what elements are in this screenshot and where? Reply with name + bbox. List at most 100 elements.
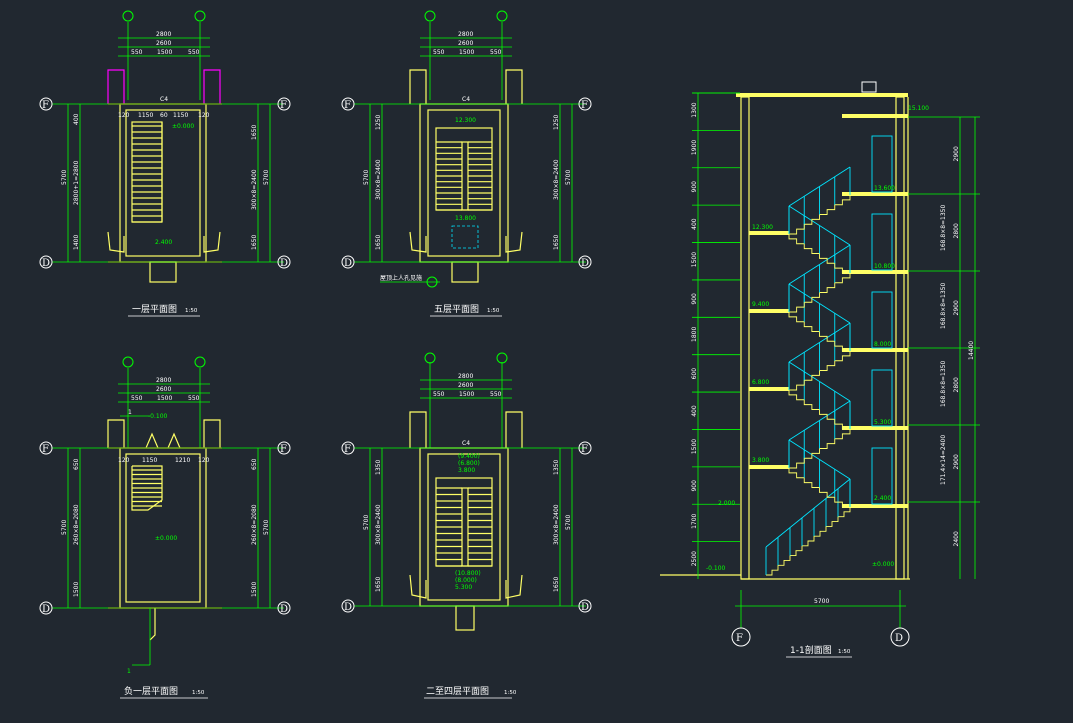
dim-right: 1250 <box>553 115 560 130</box>
overall-height: 14400 <box>968 341 975 360</box>
dim-left: 1350 <box>375 460 382 475</box>
elev-label: 10.800 <box>874 263 895 270</box>
dim-left: 300×8=2400 <box>375 159 382 200</box>
landing-slab <box>749 309 789 313</box>
dim-right: 1650 <box>251 235 258 250</box>
section-1-1: 15.100 13.600 12.300 10.800 9.400 8.000 … <box>660 81 980 658</box>
dim-top-axis: 2600 <box>458 40 473 47</box>
dim-right: 1650 <box>553 577 560 592</box>
dim-inner: 120 <box>198 112 210 119</box>
dim-right: 300×8=2400 <box>553 504 560 545</box>
stair-treads <box>436 487 492 567</box>
landing-slab <box>749 231 789 235</box>
floor-slab <box>842 114 908 118</box>
floor-slab <box>842 348 908 352</box>
dim-left: 2500 <box>691 551 698 566</box>
dim-top-axis: 2600 <box>458 382 473 389</box>
dim-left: 260×8=2080 <box>73 504 80 545</box>
dim-right: 2800 <box>953 377 960 392</box>
drawing-title: 一层平面图 <box>132 304 177 315</box>
dim-right: 300×8=2400 <box>553 159 560 200</box>
grid-label: F <box>344 444 351 455</box>
dim-top-seg: 1500 <box>157 395 172 402</box>
dim-right: 1650 <box>553 235 560 250</box>
elev-label: (8.000) <box>455 577 477 584</box>
dim-top-seg: 550 <box>433 391 445 398</box>
dim-left: 1700 <box>691 513 698 528</box>
dim-left: 1900 <box>691 140 698 155</box>
dim-left: 1650 <box>375 235 382 250</box>
grid-label: D <box>42 258 50 269</box>
elev-label: ±0.000 <box>872 561 894 568</box>
dim-left: 400 <box>691 405 698 417</box>
elev-label: (10.800) <box>455 570 481 577</box>
grid-label: F <box>581 444 588 455</box>
roof-hatch-note: 屋顶上人孔见施 <box>380 274 422 282</box>
grid-label: D <box>344 258 352 269</box>
dim-overall: 5700 <box>565 515 572 530</box>
dim-left: 900 <box>691 293 698 305</box>
elev-label: 2.400 <box>874 495 891 502</box>
landing-slab <box>749 465 789 469</box>
dim-left: 650 <box>73 458 80 470</box>
elev-label: 13.800 <box>455 215 476 222</box>
elev-label: 5.300 <box>455 584 472 591</box>
dim-right: 260×8=2080 <box>251 504 258 545</box>
dim-left: 2800+1=2800 <box>73 160 80 205</box>
drawing-scale: 1:50 <box>185 308 198 314</box>
dim-left: 400 <box>691 218 698 230</box>
dim-top-overall: 2800 <box>458 31 473 38</box>
handrail <box>765 478 851 548</box>
dim-inner: 1210 <box>175 457 190 464</box>
dim-overall: 5700 <box>263 170 270 185</box>
grid-label: D <box>42 604 50 615</box>
dim-inner: 60 <box>160 112 168 119</box>
dim-right: 2900 <box>953 454 960 469</box>
dim-top-axis: 2600 <box>156 40 171 47</box>
elev-label: 2.400 <box>155 239 172 246</box>
grid-label: D <box>344 602 352 613</box>
section-mark: 1 <box>127 668 131 675</box>
elev-label: ±0.000 <box>155 535 177 542</box>
stair-flight <box>766 507 851 576</box>
elev-label: -0.100 <box>706 565 726 572</box>
dim-left: 300×8=2400 <box>375 504 382 545</box>
dim-top-seg: 1500 <box>459 391 474 398</box>
drawing-scale: 1:50 <box>838 649 851 655</box>
drawing-scale: 1:50 <box>504 690 517 696</box>
window-label: C4 <box>160 96 168 103</box>
grid-label: D <box>895 633 903 644</box>
elev-label: (6.800) <box>458 460 480 467</box>
dim-right: 650 <box>251 458 258 470</box>
grid-label: D <box>280 258 288 269</box>
dim-left: 1650 <box>375 577 382 592</box>
dim-inner: 120 <box>118 457 130 464</box>
elev-label: 3.800 <box>458 467 475 474</box>
dim-left: 1250 <box>375 115 382 130</box>
grid-bubble <box>194 10 206 22</box>
dim-right: 1500 <box>251 582 258 597</box>
dim-step: 168.8×8=1350 <box>940 204 947 251</box>
drawing-scale: 1:50 <box>192 690 205 696</box>
dim-top-seg: 550 <box>188 49 200 56</box>
floor-slab <box>842 270 908 274</box>
elev-label: 3.800 <box>752 457 769 464</box>
dim-inner: 120 <box>118 112 130 119</box>
dim-right: 2800 <box>953 223 960 238</box>
dim-overall: 5700 <box>263 520 270 535</box>
landing-slab <box>749 387 789 391</box>
section-left-dims: 1300190090040015009001800600400150090017… <box>691 92 740 566</box>
dim-right: 2900 <box>953 146 960 161</box>
grid-label: F <box>581 100 588 111</box>
dim-left: 900 <box>691 480 698 492</box>
drawing-title: 负一层平面图 <box>124 685 178 697</box>
elev-label: 13.600 <box>874 185 895 192</box>
drawing-title: 1-1剖面图 <box>790 644 832 656</box>
roof-slab <box>736 93 908 97</box>
elev-label: 5.300 <box>874 419 891 426</box>
dim-top-seg: 550 <box>490 391 502 398</box>
dim-top-overall: 2800 <box>156 377 171 384</box>
dim-top-seg: 550 <box>188 395 200 402</box>
dim-right: 1350 <box>553 460 560 475</box>
dim-top-seg: 550 <box>131 395 143 402</box>
